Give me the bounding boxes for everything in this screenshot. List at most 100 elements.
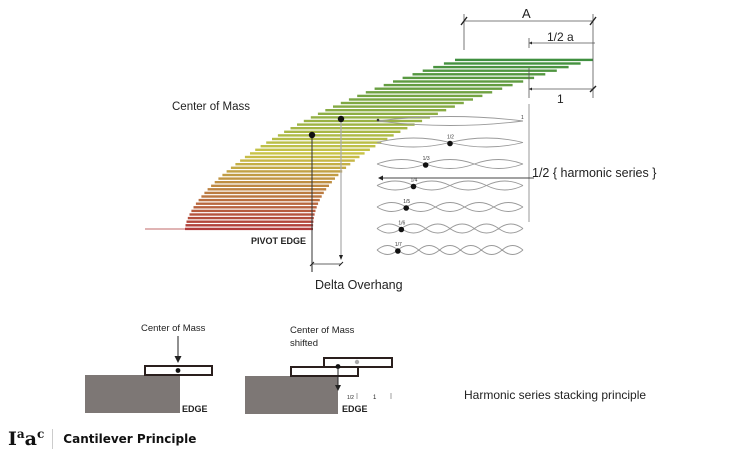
stack-layer bbox=[226, 170, 343, 173]
stack-layer bbox=[266, 141, 382, 144]
com-dot-top bbox=[354, 359, 360, 365]
stack-layer bbox=[230, 166, 347, 169]
stack-layer bbox=[201, 195, 322, 198]
harmonic-label: 1 bbox=[521, 115, 524, 121]
stack-layer bbox=[325, 109, 447, 112]
harmonic-wave bbox=[376, 206, 524, 212]
footer-separator bbox=[52, 429, 54, 449]
stack-layer bbox=[193, 206, 317, 209]
plank-bottom bbox=[290, 366, 359, 377]
harmonic-node-dot bbox=[410, 183, 417, 190]
com-dot-2 bbox=[337, 115, 345, 123]
delta-overhang-label: Delta Overhang bbox=[315, 278, 403, 292]
tick-label-one: 1 bbox=[373, 395, 377, 401]
stack-layer bbox=[290, 127, 408, 130]
table-block-2 bbox=[245, 376, 338, 414]
stack-layer bbox=[365, 91, 493, 94]
dim-one-label: 1 bbox=[557, 92, 564, 106]
stack-layer bbox=[204, 191, 324, 195]
stack-layer bbox=[260, 145, 376, 148]
stack-layer bbox=[211, 184, 329, 187]
stack-layer bbox=[189, 213, 315, 216]
dim-half-a-label: 1/2 a bbox=[547, 30, 574, 44]
page-title: Cantilever Principle bbox=[63, 432, 197, 446]
stack-layer bbox=[185, 224, 314, 227]
harmonic-series-label: 1/2 { harmonic series } bbox=[532, 166, 656, 180]
stack-layer bbox=[310, 116, 430, 119]
center-of-mass-label: Center of Mass bbox=[172, 101, 250, 113]
stack-layer bbox=[198, 198, 320, 202]
com-arrow-2 bbox=[339, 255, 343, 260]
com-shift-arrow-head bbox=[335, 385, 341, 391]
harmonic-label: 1/6 bbox=[398, 221, 405, 227]
caption-harmonic-stacking: Harmonic series stacking principle bbox=[464, 388, 646, 402]
bottom-left-figure: Center of Mass EDGE bbox=[85, 323, 213, 414]
bottom-middle-com-label-2: shifted bbox=[290, 338, 318, 349]
stack-layer bbox=[383, 83, 513, 87]
stack-layer bbox=[443, 62, 581, 65]
stack-layer bbox=[412, 73, 546, 76]
stack-layer bbox=[235, 163, 351, 166]
harmonic-node-dot bbox=[395, 248, 401, 254]
harmonic-label: 1/4 bbox=[411, 178, 418, 184]
bottom-middle-edge-label: EDGE bbox=[342, 404, 368, 414]
stack-layer bbox=[191, 209, 316, 213]
harmonic-wave bbox=[376, 202, 524, 208]
stack-layer bbox=[185, 227, 313, 231]
stack-layer bbox=[186, 220, 314, 223]
harmonic-node-dot bbox=[403, 205, 410, 211]
harmonic-label: 1/2 bbox=[447, 135, 454, 141]
stack-layer bbox=[250, 152, 365, 155]
stack-layer bbox=[277, 134, 394, 137]
stack-layer bbox=[402, 76, 535, 80]
stack-layer bbox=[333, 105, 455, 108]
stack-layer bbox=[240, 159, 355, 162]
harmonic-wave bbox=[376, 120, 524, 126]
harmonic-wave bbox=[376, 184, 524, 191]
stacked-layers bbox=[185, 58, 593, 231]
harmonic-node-dot bbox=[398, 226, 405, 233]
stack-layer bbox=[284, 130, 401, 133]
stack-layer bbox=[433, 65, 569, 69]
tick-label-half: 1/2 bbox=[347, 395, 354, 401]
harmonic-label: 1/3 bbox=[423, 156, 430, 162]
harmonic-arrow-head bbox=[378, 175, 383, 181]
harmonic-waves: 1 1/2 1/3 1/4 1/5 1/6 1/7 bbox=[376, 115, 524, 255]
harmonic-node-dot bbox=[447, 140, 453, 147]
harmonic-node-dot bbox=[422, 162, 429, 168]
bottom-left-com-label: Center of Mass bbox=[141, 323, 206, 334]
stack-layer bbox=[207, 188, 327, 191]
stack-layer bbox=[357, 94, 483, 98]
harmonic-label: 1/5 bbox=[403, 199, 410, 205]
stack-layer bbox=[348, 98, 473, 101]
stack-layer bbox=[214, 181, 332, 184]
bottom-middle-figure: Center of Mass shifted EDGE 1/2 1 bbox=[245, 325, 393, 414]
stack-layer bbox=[272, 137, 388, 141]
stack-layer bbox=[393, 80, 524, 83]
harmonic-dot bbox=[376, 118, 380, 122]
stack-layer bbox=[255, 148, 370, 151]
com-arrow-head bbox=[174, 356, 182, 363]
dimension-annotations: A 1/2 a 1 bbox=[460, 6, 597, 106]
harmonic-wave bbox=[376, 159, 524, 165]
harmonic-wave bbox=[376, 116, 524, 122]
delta-tick-left bbox=[309, 261, 315, 267]
bottom-left-edge-label: EDGE bbox=[182, 404, 208, 414]
stack-layer bbox=[317, 112, 438, 115]
harmonic-wave bbox=[376, 180, 524, 187]
stack-layer bbox=[297, 123, 415, 126]
stack-layer bbox=[340, 101, 464, 105]
stack-layer bbox=[244, 155, 360, 159]
stack-layer bbox=[422, 69, 557, 72]
com-dot-1 bbox=[308, 131, 316, 139]
delta-tick-right bbox=[338, 261, 344, 267]
harmonic-label: 1/7 bbox=[395, 242, 402, 248]
stack-layer bbox=[374, 87, 503, 90]
com-dot-shifted bbox=[335, 364, 341, 369]
stack-layer bbox=[195, 202, 319, 205]
harmonic-wave bbox=[376, 163, 524, 169]
stack-layer bbox=[187, 216, 314, 220]
stack-layer bbox=[218, 177, 335, 180]
